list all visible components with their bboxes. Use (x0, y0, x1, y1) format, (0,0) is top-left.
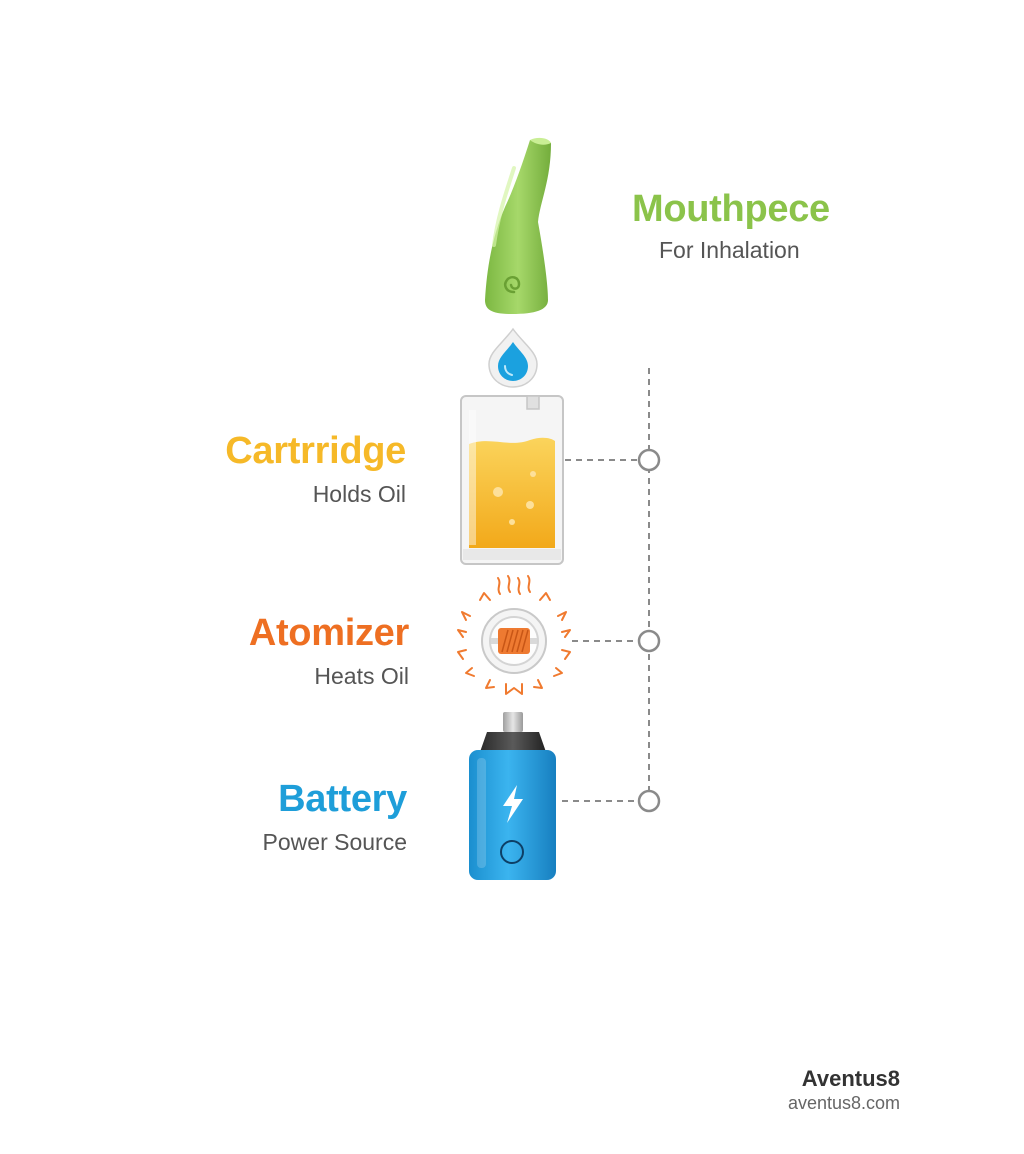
battery-title: Battery (278, 778, 407, 820)
connector-node-battery (637, 789, 661, 813)
cartridge-icon (460, 395, 564, 565)
atomizer-label: Atomizer Heats Oil (249, 612, 409, 690)
brand-name: Aventus8 (801, 1066, 900, 1091)
battery-subtitle: Power Source (262, 829, 407, 855)
lightning-bolt-icon (503, 785, 523, 823)
connector-node-atomizer (637, 629, 661, 653)
oil-drop-icon (488, 327, 538, 388)
connector-node-cartridge (637, 448, 661, 472)
atomizer-title: Atomizer (248, 612, 409, 654)
mouthpiece-icon (485, 137, 551, 314)
battery-power-button (500, 840, 524, 864)
mouthpiece-label: Mouthpece For Inhalation (632, 188, 830, 264)
battery-label: Battery Power Source (262, 778, 408, 856)
cartridge-label: Cartrridge Holds Oil (225, 430, 406, 508)
battery-icon (469, 712, 556, 880)
atomizer-subtitle: Heats Oil (314, 663, 409, 689)
brand-footer: Aventus8 aventus8.com (788, 1066, 900, 1114)
mouthpiece-subtitle: For Inhalation (659, 237, 800, 263)
cartridge-subtitle: Holds Oil (312, 481, 406, 507)
brand-url: aventus8.com (787, 1093, 900, 1113)
connector-lines (562, 368, 650, 802)
cartridge-title: Cartrridge (225, 430, 406, 472)
mouthpiece-title: Mouthpece (632, 188, 830, 230)
atomizer-coil-icon (457, 575, 571, 695)
